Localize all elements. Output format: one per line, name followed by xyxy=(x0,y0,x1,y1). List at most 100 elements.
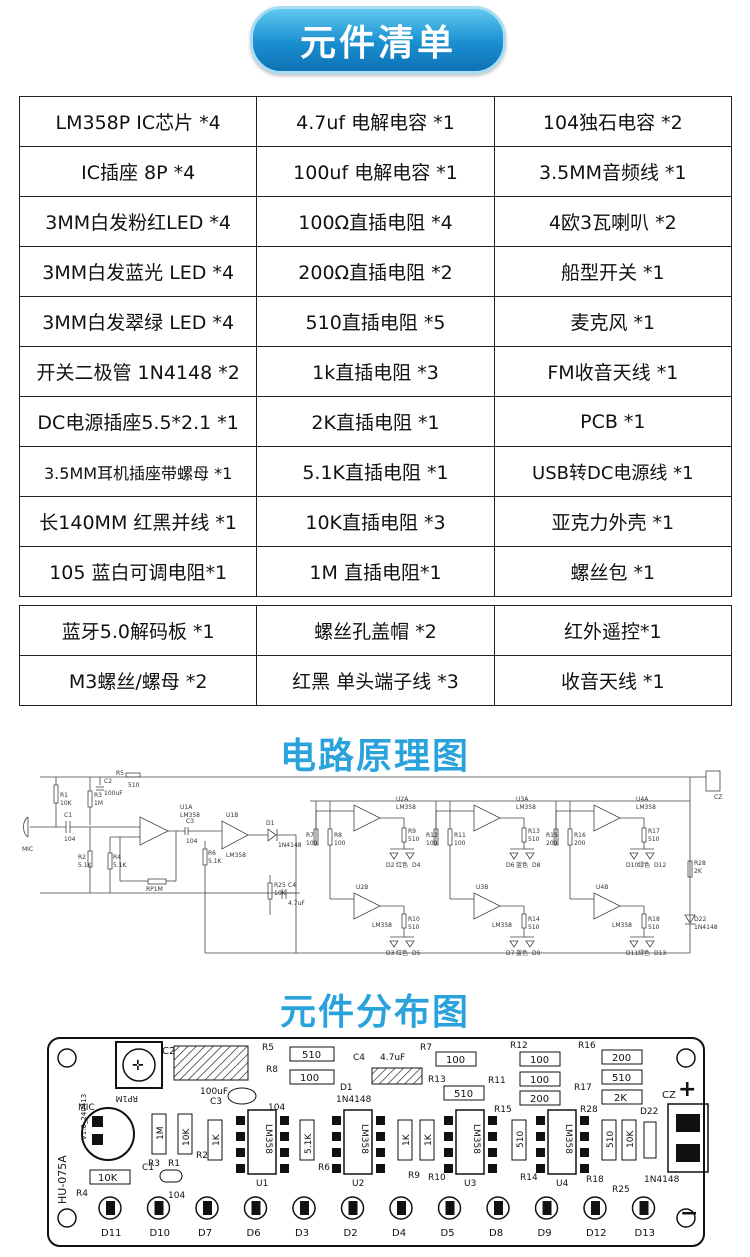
label: 2K xyxy=(694,868,703,875)
label: 1K xyxy=(424,1133,434,1146)
led-label: D9 xyxy=(538,1228,552,1239)
label: R18 xyxy=(586,1175,604,1185)
label: 10K xyxy=(98,1173,118,1184)
label: R25 xyxy=(274,882,286,889)
label: R16 xyxy=(578,1041,596,1051)
led-label: D2 xyxy=(344,1228,358,1239)
label: LM358 xyxy=(396,804,416,811)
table-cell: 蓝牙5.0解码板 *1 xyxy=(18,605,258,656)
led-label: D6 xyxy=(247,1228,261,1239)
label: U2A xyxy=(396,796,409,803)
led-d7: D7 xyxy=(195,1196,219,1239)
label: 5.1K xyxy=(208,858,223,865)
label: LM358 xyxy=(226,852,246,859)
led-pad xyxy=(251,1201,261,1215)
label: RP1M xyxy=(146,886,163,893)
label: LM358 xyxy=(492,922,512,929)
label: U3B xyxy=(476,884,488,891)
table-cell: 5.1K直插电阻 *1 xyxy=(256,446,495,497)
label: R15 xyxy=(494,1105,512,1115)
label: R11 xyxy=(454,832,466,839)
label: D8 xyxy=(532,862,541,869)
led-pad xyxy=(203,1201,212,1215)
label: 5.1K xyxy=(304,1133,314,1154)
label: 10K xyxy=(626,1130,636,1148)
label: LM358 xyxy=(563,1124,573,1154)
label: 510 xyxy=(408,836,420,843)
label: 510 xyxy=(648,924,660,931)
table-cell: 510直插电阻 *5 xyxy=(256,296,495,347)
label: D3 xyxy=(386,950,395,957)
table-cell: 1M 直插电阻*1 xyxy=(256,546,495,597)
label: 绿色 xyxy=(638,949,650,957)
led-d9: D9 xyxy=(534,1196,559,1239)
label: R13 xyxy=(528,828,540,835)
label: 10K xyxy=(274,890,287,897)
label: R1 xyxy=(60,792,68,799)
label: 100 xyxy=(454,840,466,847)
label: U2B xyxy=(356,884,368,891)
table-row: 蓝牙5.0解码板 *1 螺丝孔盖帽 *2 红外遥控*1 xyxy=(18,605,733,656)
led-d11: D11 xyxy=(98,1196,122,1239)
label: D2 xyxy=(386,862,395,869)
label: R17 xyxy=(648,828,660,835)
label: R13 xyxy=(428,1075,446,1085)
label: U4B xyxy=(596,884,608,891)
label: 100uF xyxy=(200,1087,228,1097)
table-cell: 麦克风 *1 xyxy=(493,296,733,347)
parts-list-title-text: 元件清单 xyxy=(299,23,456,64)
label: R10 xyxy=(408,916,420,923)
table-cell: 3.5MM音频线 *1 xyxy=(493,146,733,197)
label: 1N4148 xyxy=(278,842,302,849)
label: R4 xyxy=(113,854,121,861)
label: 4.7uF xyxy=(288,900,305,907)
label: R5 xyxy=(262,1043,274,1053)
led-pad xyxy=(591,1201,600,1215)
led-outline xyxy=(389,1196,413,1220)
label: 10K xyxy=(182,1128,192,1146)
label: MIC xyxy=(78,1103,95,1113)
table-cell: 红外遥控*1 xyxy=(493,605,733,656)
label: 100 xyxy=(300,1073,319,1084)
label: 510 xyxy=(648,836,660,843)
label: 1M xyxy=(94,800,103,807)
table-cell: 1k直插电阻 *3 xyxy=(256,346,495,397)
table-cell: 10K直插电阻 *3 xyxy=(256,496,495,547)
label: 1M xyxy=(156,1127,166,1141)
label: R18 xyxy=(648,916,660,923)
table-cell: 船型开关 *1 xyxy=(493,246,733,297)
label: R7 xyxy=(420,1043,432,1053)
label: LM358 xyxy=(263,1124,273,1154)
label: RP1M xyxy=(116,1094,138,1103)
led-d4: D4 xyxy=(389,1196,413,1239)
label: 100uF xyxy=(104,790,123,797)
label: D7 xyxy=(506,950,515,957)
label: U4A xyxy=(636,796,649,803)
table-row: LM358P IC芯片 *4 4.7uf 电解电容 *1 104独石电容 *2 xyxy=(18,96,733,147)
label: 1K xyxy=(212,1133,222,1146)
layout-title: 元件分布图 xyxy=(279,992,470,1033)
label: LM358 xyxy=(180,812,200,819)
table-row: 3MM白发粉红LED *4 100Ω直插电阻 *4 4欧3瓦喇叭 *2 xyxy=(18,196,733,247)
led-pad xyxy=(639,1201,649,1215)
label: 510 xyxy=(612,1073,631,1084)
label: 100 xyxy=(426,840,438,847)
label: 10K xyxy=(60,800,73,807)
led-outline xyxy=(486,1196,510,1220)
led-outline xyxy=(340,1196,365,1220)
led-outline xyxy=(583,1196,607,1220)
label: R11 xyxy=(488,1076,506,1086)
led-outline xyxy=(146,1196,171,1220)
label: 蓝色 xyxy=(516,949,528,957)
label: R9 xyxy=(408,828,416,835)
table-row: 长140MM 红黑并线 *1 10K直插电阻 *3 亚克力外壳 *1 xyxy=(18,496,733,547)
label: R6 xyxy=(318,1163,330,1173)
table-cell: M3螺丝/螺母 *2 xyxy=(18,655,258,706)
label: R17 xyxy=(574,1083,592,1093)
led-label: D13 xyxy=(635,1228,655,1239)
label: 200 xyxy=(546,840,558,847)
table-row: 3.5MM耳机插座带螺母 *1 5.1K直插电阻 *1 USB转DC电源线 *1 xyxy=(18,446,733,497)
label: MIC xyxy=(22,846,33,853)
table-cell: 104独石电容 *2 xyxy=(493,96,733,147)
label: 104 xyxy=(64,836,76,843)
